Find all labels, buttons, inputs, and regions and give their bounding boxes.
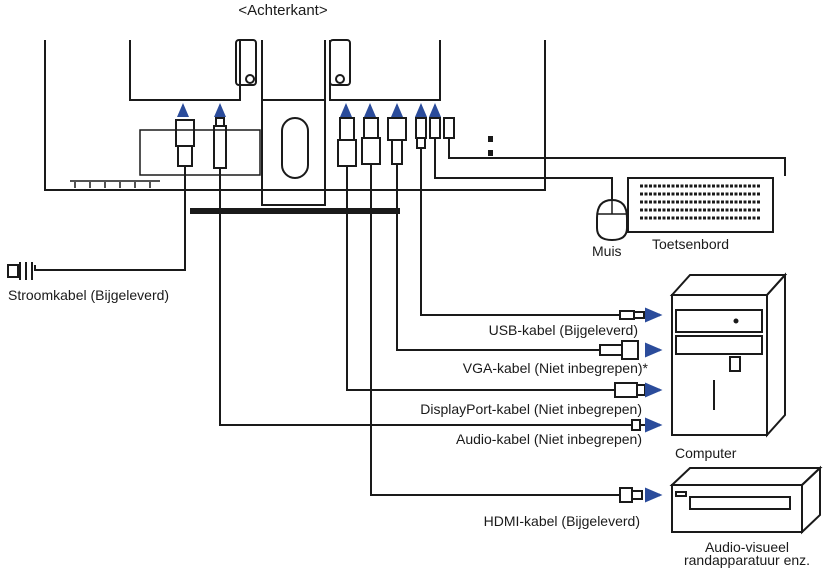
monitor-rear-icon <box>44 39 546 214</box>
mouse-icon <box>596 198 628 242</box>
usb-connector-icon <box>415 117 786 320</box>
port-indicators <box>177 103 441 117</box>
diagram-title: <Achterkant> <box>238 2 328 19</box>
keyboard-icon <box>627 177 774 233</box>
power-cable-label: Stroomkabel (Bijgeleverd) <box>8 287 170 303</box>
computer-tower-icon <box>669 272 788 438</box>
av-device-label-line1: Audio-visueel <box>704 539 790 555</box>
av-device-icon <box>669 465 823 535</box>
computer-label: Computer <box>675 445 737 461</box>
keyboard-label: Toetsenbord <box>652 236 730 252</box>
audio-jack-icon <box>213 117 652 431</box>
power-plug-icon <box>7 119 195 280</box>
mouse-label: Muis <box>592 243 622 259</box>
hdmi-connector-icon <box>361 117 643 503</box>
displayport-cable-label: DisplayPort-kabel (Niet inbegrepen) <box>420 401 642 417</box>
vga-connector-icon <box>387 117 639 360</box>
hdmi-cable-label: HDMI-kabel (Bijgeleverd) <box>483 513 640 529</box>
usb-cable-label: USB-kabel (Bijgeleverd) <box>488 322 638 338</box>
arrow-right-icon <box>645 307 663 503</box>
vga-cable-label: VGA-kabel (Niet inbegrepen)* <box>462 360 648 376</box>
lock-icons <box>488 136 493 156</box>
av-device-label-line2: randapparatuur enz. <box>683 552 811 568</box>
audio-cable-label: Audio-kabel (Niet inbegrepen) <box>456 431 642 447</box>
